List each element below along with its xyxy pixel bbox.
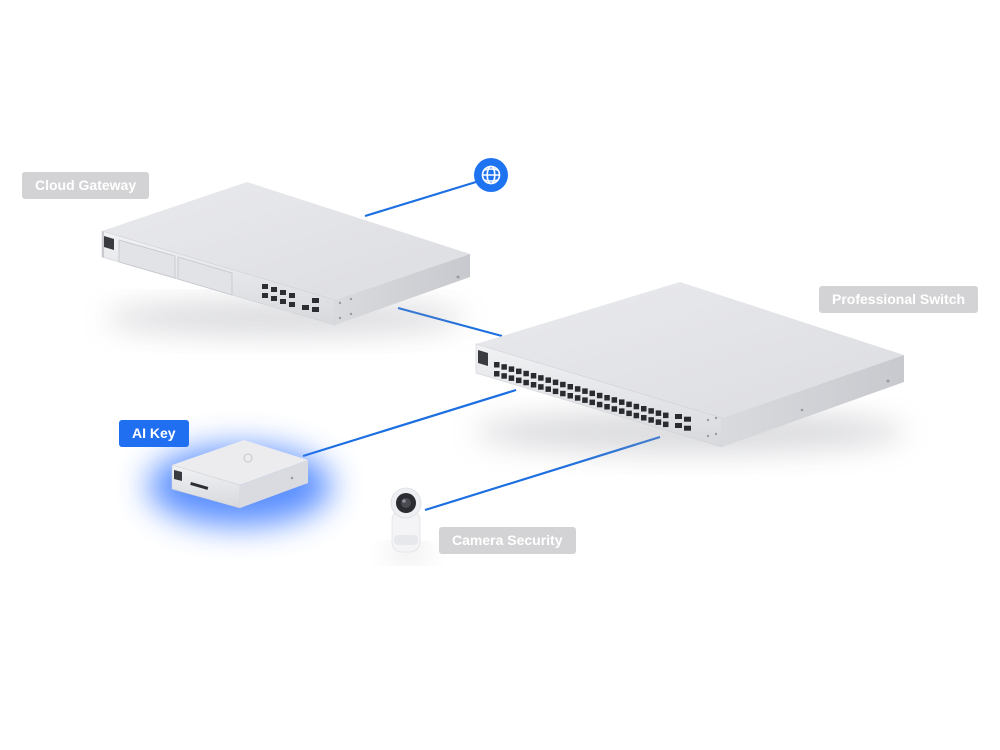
switch-port [574, 386, 581, 392]
switch-port [589, 399, 595, 406]
switch-port [494, 362, 500, 368]
switch-port [641, 415, 647, 421]
globe-icon [481, 165, 501, 185]
switch-port [530, 373, 537, 379]
switch-port [655, 410, 662, 416]
ai-key-device [148, 440, 332, 526]
switch-port [663, 412, 669, 419]
switch-sfp-port [675, 414, 682, 419]
switch-port [516, 368, 522, 375]
switch-port [545, 386, 551, 392]
switch-port [508, 375, 515, 381]
switch-port [582, 388, 588, 394]
switch-port [516, 377, 522, 384]
cloud-gateway-device [101, 182, 470, 336]
internet-node [474, 158, 508, 192]
switch-port [663, 421, 669, 428]
switch-port-grid [494, 362, 691, 431]
switch-port [611, 397, 618, 403]
switch-port [648, 417, 654, 423]
switch-port [604, 395, 610, 401]
switch-port [523, 370, 529, 377]
professional-switch-device [475, 282, 905, 454]
professional-switch-label: Professional Switch [819, 286, 979, 313]
switch-port [626, 410, 632, 417]
switch-port [560, 390, 566, 397]
switch-port [530, 382, 537, 388]
switch-port [552, 379, 559, 386]
switch-port [574, 395, 581, 401]
camera-device [386, 487, 430, 559]
cloud-gateway-label: Cloud Gateway [22, 172, 150, 199]
switch-port [589, 390, 595, 397]
switch-port [545, 377, 551, 383]
switch-port [501, 373, 507, 379]
switch-port [538, 384, 544, 390]
switch-port [641, 406, 647, 412]
switch-port [619, 408, 625, 414]
switch-port [648, 408, 654, 414]
switch-sfp-port [675, 423, 682, 428]
switch-port [552, 388, 559, 395]
switch-port [596, 401, 603, 408]
switch-port [604, 404, 610, 410]
switch-port [567, 384, 573, 390]
link-aikey-switch [302, 388, 517, 458]
switch-port [523, 379, 529, 386]
link-gateway-internet [364, 180, 477, 218]
switch-port [501, 364, 507, 370]
switch-port [633, 412, 640, 419]
switch-port [655, 419, 662, 425]
switch-port [619, 399, 625, 405]
switch-sfp-port [684, 425, 691, 431]
switch-port [567, 393, 573, 399]
switch-sfp-port [684, 416, 691, 422]
switch-port [596, 392, 603, 399]
switch-port [611, 406, 618, 412]
switch-port [538, 375, 544, 381]
switch-port [508, 366, 515, 372]
camera-security-label: Camera Security [439, 527, 576, 554]
ai-key-label: AI Key [119, 420, 189, 447]
switch-port [582, 397, 588, 403]
switch-port [494, 371, 500, 377]
switch-port [626, 401, 632, 408]
switch-port [633, 403, 640, 410]
switch-port [560, 381, 566, 388]
